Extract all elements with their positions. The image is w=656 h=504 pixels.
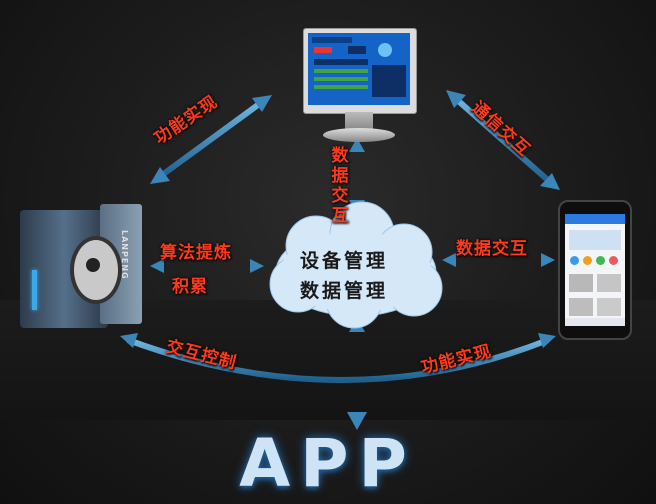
label-vertical-char-2: 据 (331, 166, 349, 186)
device-brand-label: LANPENG (120, 230, 129, 280)
phone (558, 200, 632, 340)
device: LANPENG (12, 200, 142, 335)
arrow-cloud-phone (442, 253, 555, 267)
label-vertical-center: 数 据 交 互 (330, 146, 350, 226)
device-chuck-center (86, 258, 100, 272)
arrow-monitor-phone (446, 90, 560, 190)
arrow-device-cloud (150, 259, 264, 273)
cloud-text-line2: 数据管理 (300, 280, 389, 302)
label-left-2: 积累 (172, 277, 208, 297)
label-vertical-char-3: 交 (331, 186, 349, 206)
app-title: APP (239, 425, 417, 502)
monitor (303, 28, 417, 144)
label-vertical-char-1: 数 (331, 146, 349, 166)
device-led-strip (32, 270, 37, 310)
label-right: 数据交互 (456, 239, 528, 259)
label-vertical-char-4: 互 (331, 206, 349, 226)
arrow-monitor-device (150, 95, 272, 184)
label-left-1: 算法提炼 (160, 243, 232, 263)
device-chuck (70, 236, 122, 304)
monitor-screen (308, 33, 410, 105)
cloud-text-line1: 设备管理 (300, 250, 389, 272)
phone-screen (565, 214, 625, 326)
arrow-device-phone-curve (120, 333, 556, 383)
monitor-stand (323, 128, 395, 142)
cloud-shape (269, 201, 443, 329)
monitor-neck (345, 112, 373, 130)
arrow-cloud-app (347, 318, 367, 430)
